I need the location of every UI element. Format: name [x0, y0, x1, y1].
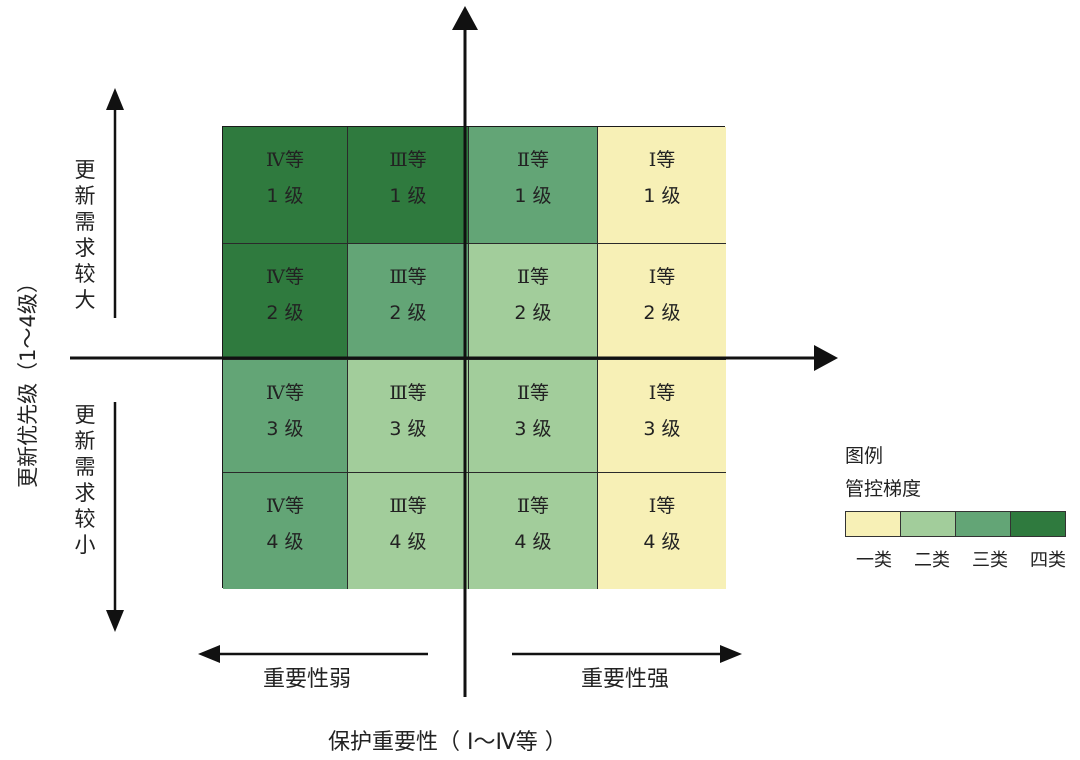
matrix-cell: Ⅲ等 1 级 [348, 127, 469, 244]
x-right-label: 重要性强 [581, 667, 670, 692]
cell-level: 4 级 [514, 531, 552, 553]
matrix-grid: Ⅳ等 1 级 Ⅲ等 1 级 Ⅱ等 1 级 Ⅰ等 1 级 Ⅳ等 2 级 Ⅲ等 2 级 Ⅱ等 2 级 Ⅰ等 2 级… [222, 126, 726, 589]
cell-level: 4 级 [389, 531, 427, 553]
legend-swatch [956, 512, 1011, 536]
legend-swatch [901, 512, 956, 536]
cell-grade: Ⅱ等 [517, 149, 549, 171]
legend-swatch [1011, 512, 1065, 536]
cell-level: 1 级 [643, 185, 681, 207]
y-axis-title: 更新优先级（1～4级） [16, 272, 40, 488]
matrix-cell: Ⅰ等 3 级 [598, 360, 726, 473]
legend-label: 三类 [972, 550, 1008, 571]
cell-grade: Ⅲ等 [389, 266, 427, 288]
cell-grade: Ⅱ等 [517, 382, 549, 404]
cell-grade: Ⅰ等 [648, 149, 676, 171]
x-left-label: 重要性弱 [263, 667, 352, 692]
y-top-label: 更新需求较大 [74, 158, 96, 312]
cell-level: 3 级 [389, 418, 427, 440]
matrix-cell: Ⅳ等 4 级 [223, 473, 348, 589]
cell-level: 2 级 [389, 302, 427, 324]
legend-label: 四类 [1030, 550, 1066, 571]
matrix-cell: Ⅳ等 2 级 [223, 244, 348, 360]
legend-subtitle: 管控梯度 [845, 478, 922, 500]
right-arrow-head [720, 645, 742, 663]
cell-level: 1 级 [266, 185, 304, 207]
cell-level: 2 级 [514, 302, 552, 324]
cell-grade: Ⅱ等 [517, 495, 549, 517]
matrix-cell: Ⅲ等 3 级 [348, 360, 469, 473]
matrix-cell: Ⅰ等 1 级 [598, 127, 726, 244]
matrix-cell: Ⅰ等 2 级 [598, 244, 726, 360]
down-arrow-head [106, 610, 124, 632]
matrix-cell: Ⅲ等 4 级 [348, 473, 469, 589]
cell-level: 3 级 [514, 418, 552, 440]
legend-swatch [846, 512, 901, 536]
x-axis-arrowhead [814, 345, 838, 371]
left-arrow-head [198, 645, 220, 663]
matrix-cell: Ⅰ等 4 级 [598, 473, 726, 589]
up-arrow-head [106, 88, 124, 110]
cell-grade: Ⅰ等 [648, 266, 676, 288]
cell-grade: Ⅰ等 [648, 382, 676, 404]
matrix-cell: Ⅱ等 1 级 [469, 127, 598, 244]
cell-grade: Ⅰ等 [648, 495, 676, 517]
legend-label: 二类 [914, 550, 950, 571]
legend-label: 一类 [856, 550, 892, 571]
cell-level: 1 级 [514, 185, 552, 207]
cell-grade: Ⅱ等 [517, 266, 549, 288]
legend-labels: 一类 二类 三类 四类 [845, 546, 1077, 572]
cell-grade: Ⅲ等 [389, 382, 427, 404]
matrix-cell: Ⅱ等 4 级 [469, 473, 598, 589]
matrix-cell: Ⅳ等 1 级 [223, 127, 348, 244]
cell-grade: Ⅳ等 [266, 495, 304, 517]
cell-level: 3 级 [266, 418, 304, 440]
y-bottom-label: 更新需求较小 [74, 403, 96, 557]
matrix-cell: Ⅲ等 2 级 [348, 244, 469, 360]
cell-level: 4 级 [266, 531, 304, 553]
y-axis-arrowhead [452, 6, 478, 30]
cell-grade: Ⅲ等 [389, 495, 427, 517]
x-axis-title: 保护重要性（ Ⅰ～Ⅳ等 ） [328, 730, 567, 755]
legend-title: 图例 [845, 445, 884, 467]
legend-bar [845, 511, 1066, 537]
cell-level: 2 级 [643, 302, 681, 324]
cell-level: 4 级 [643, 531, 681, 553]
cell-level: 3 级 [643, 418, 681, 440]
cell-level: 1 级 [389, 185, 427, 207]
cell-grade: Ⅲ等 [389, 149, 427, 171]
cell-grade: Ⅳ等 [266, 149, 304, 171]
cell-level: 2 级 [266, 302, 304, 324]
matrix-cell: Ⅱ等 2 级 [469, 244, 598, 360]
cell-grade: Ⅳ等 [266, 382, 304, 404]
matrix-cell: Ⅱ等 3 级 [469, 360, 598, 473]
cell-grade: Ⅳ等 [266, 266, 304, 288]
matrix-cell: Ⅳ等 3 级 [223, 360, 348, 473]
